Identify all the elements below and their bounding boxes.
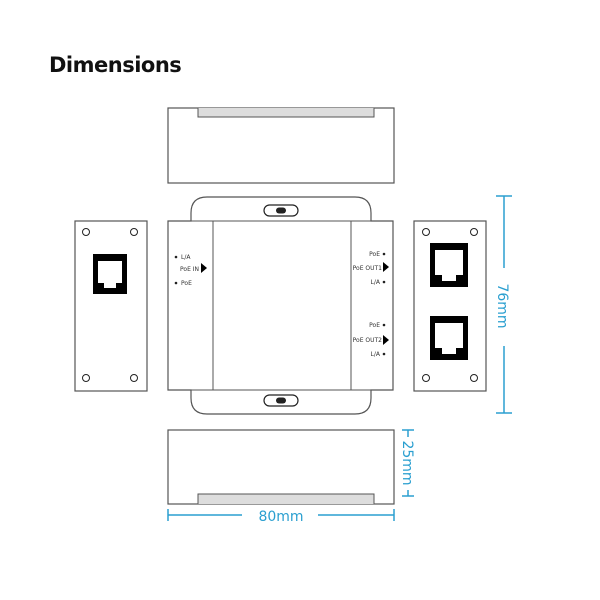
height-dimension-label: 76mm: [494, 283, 510, 328]
out1-port-label: PoE OUT1: [353, 265, 383, 272]
width-dimension-label: 80mm: [258, 509, 303, 525]
rj45-port-out2: [430, 316, 468, 360]
rj45-port-out1: [430, 243, 468, 287]
depth-dimension-label: 25mm: [399, 440, 415, 485]
height-dimension: [496, 195, 512, 414]
in-led-poe-label: PoE: [181, 280, 192, 287]
out1-arrow-icon: [383, 262, 389, 272]
side-view: [167, 429, 395, 505]
out2-led-poe-label: PoE: [369, 322, 380, 329]
page-title: Dimensions: [49, 53, 182, 77]
width-dimension: [167, 509, 395, 521]
in-port-label: PoE IN: [180, 266, 199, 273]
out1-led-la-label: L/A: [371, 279, 381, 286]
depth-dimension: [402, 429, 414, 497]
out2-arrow-icon: [383, 335, 389, 345]
left-end-view: [74, 220, 148, 392]
top-view: [167, 107, 395, 184]
in-led-la-label: L/A: [181, 254, 191, 261]
rj45-port-in: [93, 254, 127, 294]
out2-port-label: PoE OUT2: [353, 337, 383, 344]
out1-led-poe-label: PoE: [369, 251, 380, 258]
right-end-view: [413, 220, 487, 392]
in-arrow-icon: [201, 263, 207, 273]
front-view: L/A PoE IN PoE PoE PoE OUT1 L/A PoE PoE …: [167, 196, 394, 415]
out2-led-la-label: L/A: [371, 351, 381, 358]
